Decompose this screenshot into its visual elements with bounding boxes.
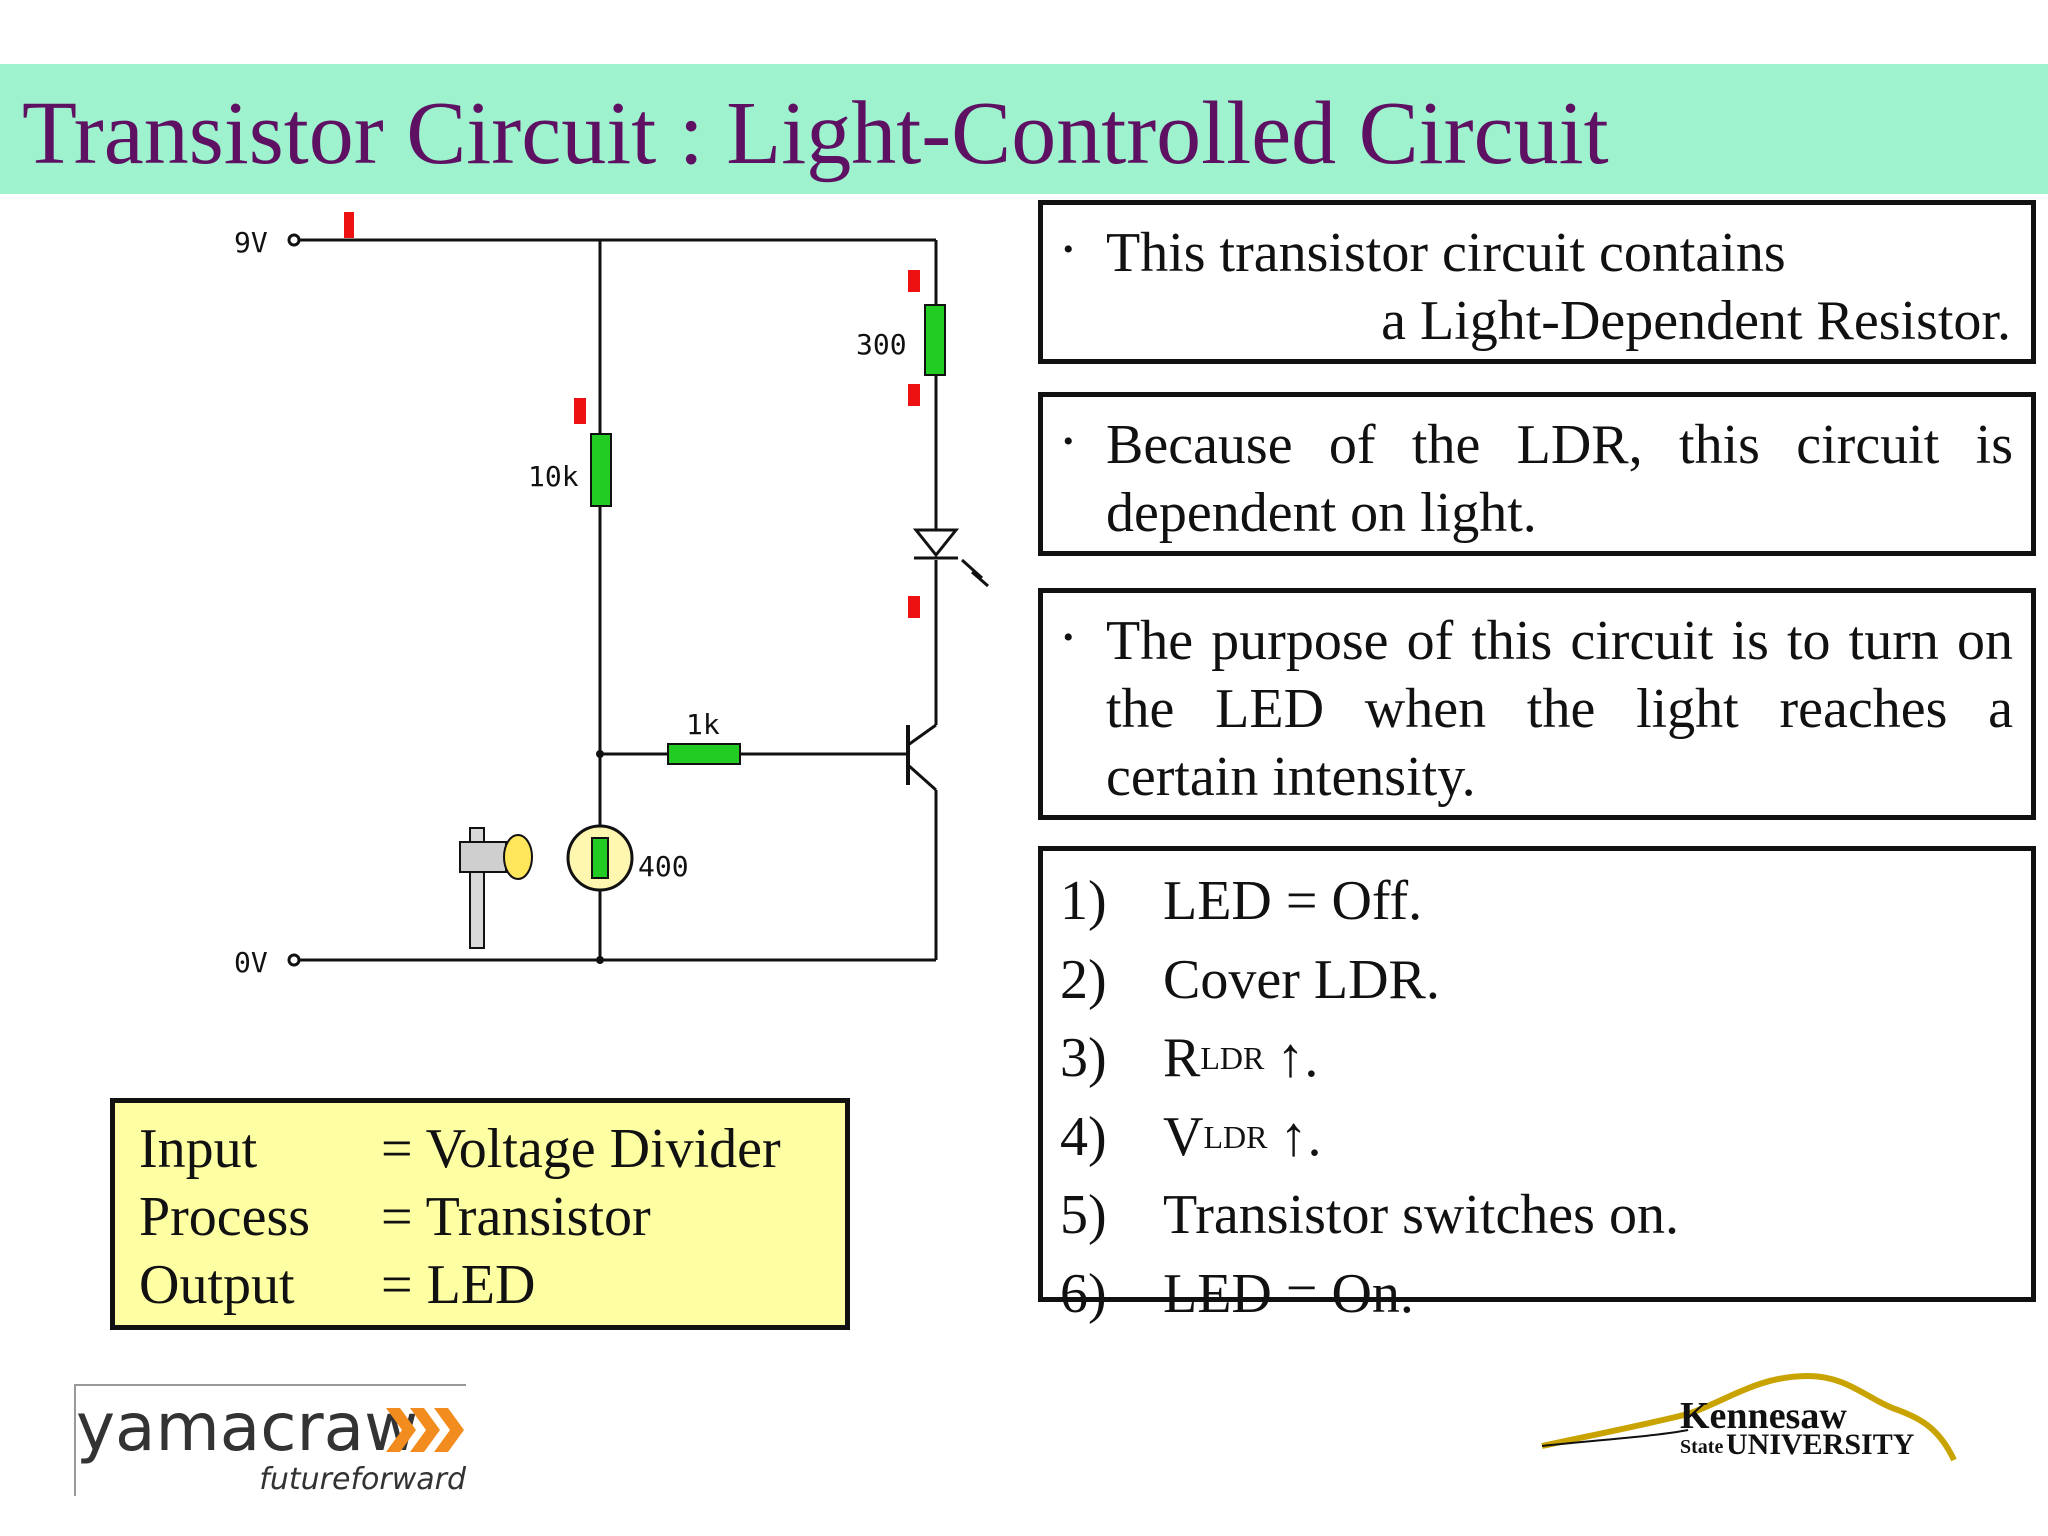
ipo-output-value: = LED: [381, 1254, 536, 1316]
bullet-2-line-1: Because of the LDR, this circuit is: [1106, 414, 2013, 476]
label-10k: 10k: [528, 460, 579, 493]
kennesaw-logo: Kennesaw State UNIVERSITY: [1538, 1370, 1958, 1470]
kennesaw-university: UNIVERSITY: [1726, 1428, 1915, 1461]
bullet-1-line-2: a Light-Dependent Resistor.: [1381, 290, 2011, 352]
title-bar: [0, 64, 2048, 194]
step-symbol: R: [1163, 1027, 1201, 1089]
info-box-2: • Because of the LDR, this circuit is de…: [1038, 392, 2036, 556]
step-2: 2) Cover LDR.: [1060, 941, 1679, 1020]
ipo-box: Input = Voltage Divider Process = Transi…: [110, 1098, 850, 1330]
label-1k: 1k: [686, 708, 720, 741]
ground-terminal: [287, 953, 301, 967]
circuit-diagram: 9V 0V 300 10k 1k 400: [234, 212, 989, 979]
led-symbol: [912, 528, 960, 558]
yamacraw-wordmark: yamacraw: [76, 1389, 419, 1466]
step-number: 2): [1060, 948, 1107, 1011]
bullet-dot: •: [1063, 233, 1074, 266]
step-subscript: LDR: [1203, 1118, 1268, 1155]
kennesaw-line1: Kennesaw: [1680, 1395, 1847, 1437]
bullet-3-line-1: The purpose of this circuit is to turn o…: [1106, 610, 2013, 672]
bullet-2-line-2: dependent on light.: [1106, 482, 1537, 544]
ipo-output-label: Output: [139, 1254, 295, 1316]
ipo-input-value: = Voltage Divider: [381, 1118, 781, 1180]
yamacraw-logo: yamacraw futureforward: [74, 1384, 466, 1497]
yamacraw-tagline: futureforward: [259, 1462, 466, 1497]
resistor-300: [924, 304, 946, 376]
lamp-icon: [459, 827, 533, 949]
step-5: 5) Transistor switches on.: [1060, 1176, 1679, 1255]
bullet-3-line-2: the LED when the light reaches a: [1106, 678, 2013, 740]
step-number: 5): [1060, 1184, 1107, 1246]
info-box-3: • The purpose of this circuit is to turn…: [1038, 588, 2036, 820]
step-subscript: LDR: [1200, 1040, 1265, 1076]
info-box-1: • This transistor circuit contains a Lig…: [1038, 200, 2036, 364]
resistor-1k: [667, 743, 741, 765]
step-symbol: V: [1163, 1105, 1204, 1168]
up-arrow-icon: ↑.: [1279, 1105, 1322, 1168]
supply-terminal: [287, 233, 301, 247]
slide-title: Transistor Circuit : Light-Controlled Ci…: [22, 84, 1609, 183]
label-0v: 0V: [234, 946, 268, 979]
bullet-dot: •: [1063, 425, 1074, 458]
label-ldr-400: 400: [638, 850, 689, 883]
ipo-output-row: Output = LED: [139, 1253, 535, 1317]
step-number: 3): [1060, 1027, 1107, 1089]
step-text: LED = Off.: [1163, 870, 1423, 932]
chevrons-icon: [386, 1408, 464, 1452]
ipo-input-label: Input: [139, 1118, 258, 1180]
ipo-process-label: Process: [139, 1186, 311, 1248]
ipo-input-row: Input = Voltage Divider: [139, 1117, 781, 1181]
ipo-process-value: = Transistor: [381, 1186, 651, 1248]
bullet-1-line-1: This transistor circuit contains: [1106, 222, 1786, 284]
bullet-dot: •: [1063, 621, 1074, 654]
step-text: Cover LDR.: [1163, 948, 1440, 1011]
resistor-10k: [590, 433, 612, 507]
ipo-process-row: Process = Transistor: [139, 1185, 651, 1249]
marker-supply: [344, 212, 354, 238]
step-number: 1): [1060, 870, 1107, 932]
up-arrow-icon: ↑.: [1276, 1027, 1319, 1089]
step-6: 6) LED = On.: [1060, 1255, 1679, 1334]
steps-box: [1038, 846, 2036, 1302]
step-1: 1) LED = Off.: [1060, 862, 1679, 941]
label-300: 300: [856, 328, 907, 361]
mountain-icon: [1541, 1372, 1957, 1462]
step-number: 6): [1060, 1262, 1107, 1325]
step-text: Transistor switches on.: [1163, 1184, 1679, 1246]
step-text: LED = On.: [1163, 1262, 1414, 1325]
bullet-3-line-3: certain intensity.: [1106, 746, 1476, 808]
step-number: 4): [1060, 1105, 1107, 1168]
label-9v: 9V: [234, 226, 268, 259]
kennesaw-state: State: [1680, 1436, 1724, 1458]
